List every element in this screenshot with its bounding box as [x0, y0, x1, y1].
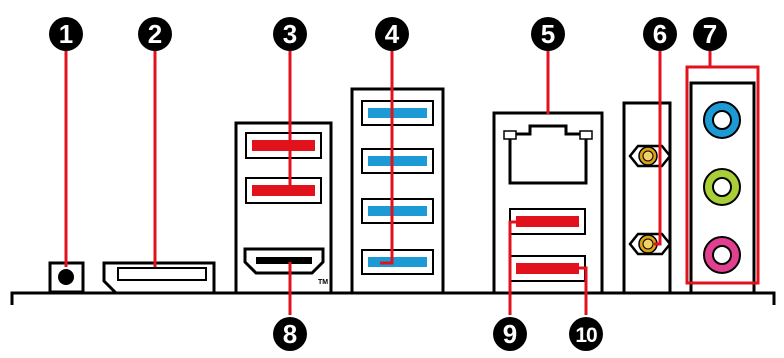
callout-number: 3 [283, 19, 297, 49]
callout-badge-10: 10 [569, 317, 603, 351]
usb-port-icon [245, 132, 322, 159]
lan-port-icon [503, 124, 593, 185]
callout-number: 9 [503, 319, 517, 349]
callout-badge-1: 1 [49, 17, 83, 51]
audio-jack-icon [703, 168, 741, 206]
clear-cmos-button-icon [48, 261, 85, 294]
callout-badge-8: 8 [273, 317, 307, 351]
lan-usb-block [492, 111, 604, 295]
wifi-antenna-connector-icon [628, 232, 672, 256]
usb-hdmi-block: TM [234, 121, 333, 295]
callout-badge-9: 9 [493, 317, 527, 351]
usb-port-icon [509, 255, 586, 282]
audio-jack-icon [703, 236, 741, 274]
callout-badge-4: 4 [375, 17, 409, 51]
displayport-icon [102, 261, 216, 295]
hdmi-port-icon: TM [243, 247, 328, 286]
hdmi-trademark: TM [318, 279, 328, 286]
callout-number: 6 [653, 19, 667, 49]
usb-port-icon [361, 100, 434, 126]
callout-number: 5 [541, 19, 555, 49]
callout-number: 1 [59, 19, 73, 49]
callout-badge-2: 2 [138, 17, 172, 51]
audio-block [689, 81, 756, 295]
callout-number: 10 [575, 324, 597, 347]
antenna-block [622, 101, 672, 295]
wifi-antenna-connector-icon [628, 144, 672, 168]
callout-number: 7 [703, 19, 717, 49]
callout-number: 8 [283, 319, 297, 349]
callout-number: 2 [148, 19, 162, 49]
usb-port-icon [361, 249, 434, 275]
usb-port-icon [361, 198, 434, 224]
leader-lines [64, 50, 760, 315]
callout-number: 4 [385, 19, 400, 49]
callout-badge-7: 7 [693, 17, 727, 51]
usb-port-icon [361, 148, 434, 174]
audio-jack-icon [703, 101, 741, 139]
callout-badge-6: 6 [643, 17, 677, 51]
usb-blue-block [350, 87, 445, 295]
callout-badge-3: 3 [273, 17, 307, 51]
callout-badge-5: 5 [531, 17, 565, 51]
io-shield-outline [10, 291, 776, 305]
